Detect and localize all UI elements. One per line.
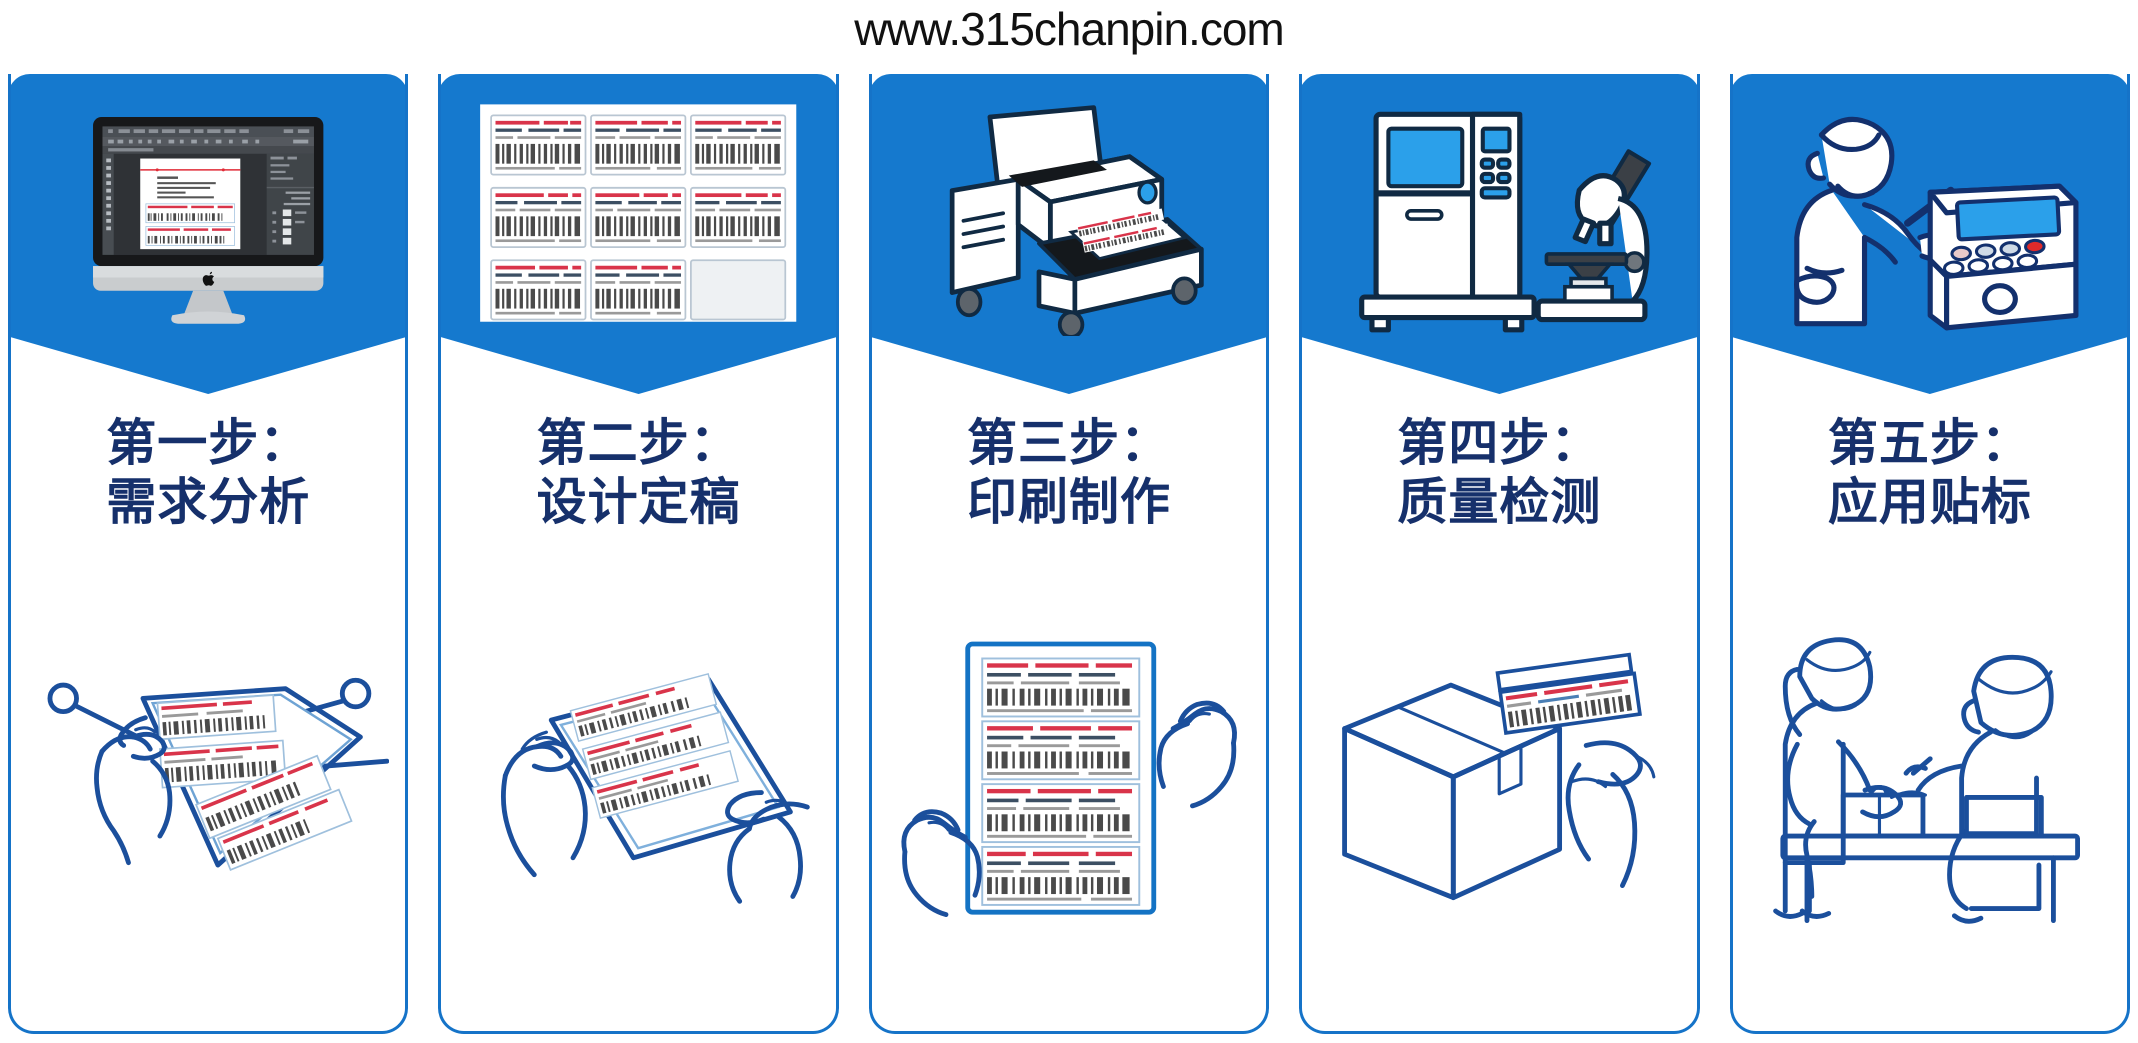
step-1-caption: 第一步： 需求分析: [11, 396, 405, 532]
step-3-title: 第三步：: [967, 414, 1172, 472]
step-5-title: 第五步：: [1827, 414, 2032, 472]
imac-design-software-icon: [11, 74, 405, 394]
step-card-5[interactable]: 第五步： 应用贴标: [1729, 74, 2131, 1034]
step-card-1[interactable]: 第一步： 需求分析: [8, 74, 409, 1034]
step-2-subtitle: 设计定稿: [536, 473, 741, 531]
step-2-caption: 第二步： 设计定稿: [441, 396, 835, 532]
step-5-subtitle: 应用贴标: [1827, 473, 2032, 531]
step-1-title: 第一步：: [106, 414, 311, 472]
step-card-3[interactable]: 第三步： 印刷制作: [868, 74, 1270, 1034]
two-workers-labeling-packages-at-table-icon: [1733, 544, 2127, 1017]
inspection-machine-and-microscope-icon: [1302, 74, 1696, 394]
step-3-hero-panel: [871, 74, 1267, 394]
step-1-subtitle: 需求分析: [106, 473, 311, 531]
step-4-subtitle: 质量检测: [1397, 473, 1602, 531]
step-5-caption: 第五步： 应用贴标: [1733, 396, 2127, 532]
two-hands-holding-label-sheet-icon: [872, 544, 1266, 1017]
hand-holding-label-sheet-with-callouts-icon: [11, 544, 405, 1017]
step-2-title: 第二步：: [536, 414, 741, 472]
hand-applying-label-to-carton-icon: [1302, 544, 1696, 1017]
step-4-title: 第四步：: [1397, 414, 1602, 472]
operator-at-labeling-terminal-icon: [1733, 74, 2127, 394]
steps-strip: 第一步： 需求分析: [8, 74, 2131, 1034]
step-3-subtitle: 印刷制作: [967, 473, 1172, 531]
site-url-watermark: www.315chanpin.com: [854, 3, 1284, 55]
step-2-hero-panel: [441, 74, 836, 394]
step-4-hero-panel: [1302, 74, 1697, 394]
step-5-hero-panel: [1732, 74, 2128, 394]
step-3-caption: 第三步： 印刷制作: [872, 396, 1266, 532]
label-sheet-grid-icon: [441, 74, 835, 394]
step-1-hero-panel: [11, 74, 406, 394]
two-hands-holding-tilted-label-sheet-icon: [441, 544, 835, 1017]
printer-printing-labels-icon: [872, 74, 1266, 394]
step-card-4[interactable]: 第四步： 质量检测: [1299, 74, 1700, 1034]
step-card-2[interactable]: 第二步： 设计定稿: [438, 74, 839, 1034]
step-4-caption: 第四步： 质量检测: [1302, 396, 1696, 532]
